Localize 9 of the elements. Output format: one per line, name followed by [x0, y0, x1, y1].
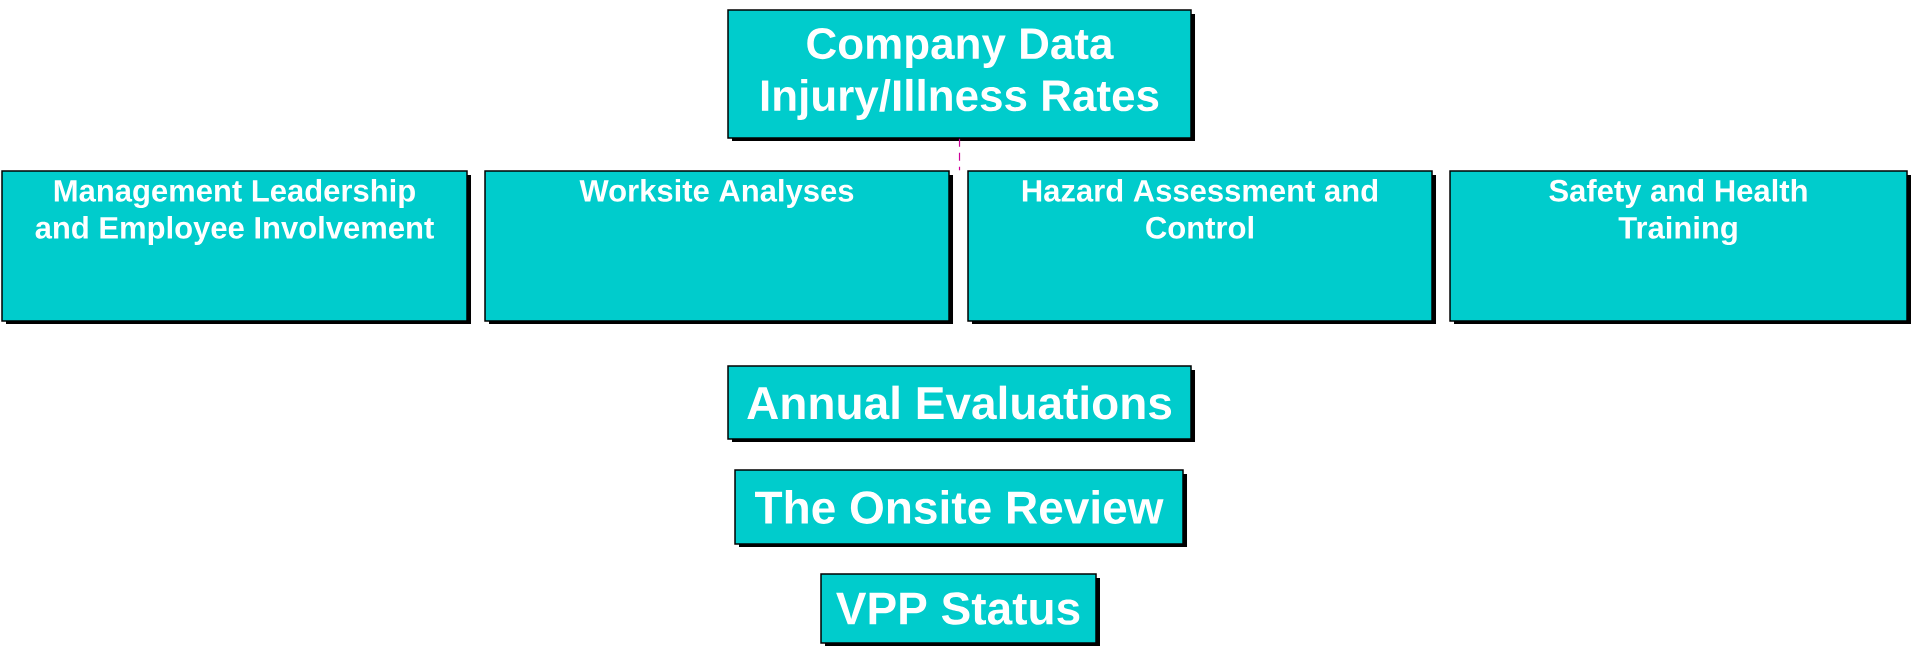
process-box: The Onsite Review	[734, 469, 1187, 547]
process-box: Safety and Health Training	[1449, 170, 1911, 324]
connector-line	[958, 138, 961, 171]
process-box: Worksite Analyses	[484, 170, 953, 324]
process-box: Annual Evaluations	[727, 365, 1195, 442]
process-box: VPP Status	[820, 573, 1100, 646]
process-box: Hazard Assessment and Control	[967, 170, 1436, 324]
process-box: Management Leadership and Employee Involvement	[1, 170, 471, 324]
process-box: Company Data Injury/Illness Rates	[727, 9, 1195, 141]
